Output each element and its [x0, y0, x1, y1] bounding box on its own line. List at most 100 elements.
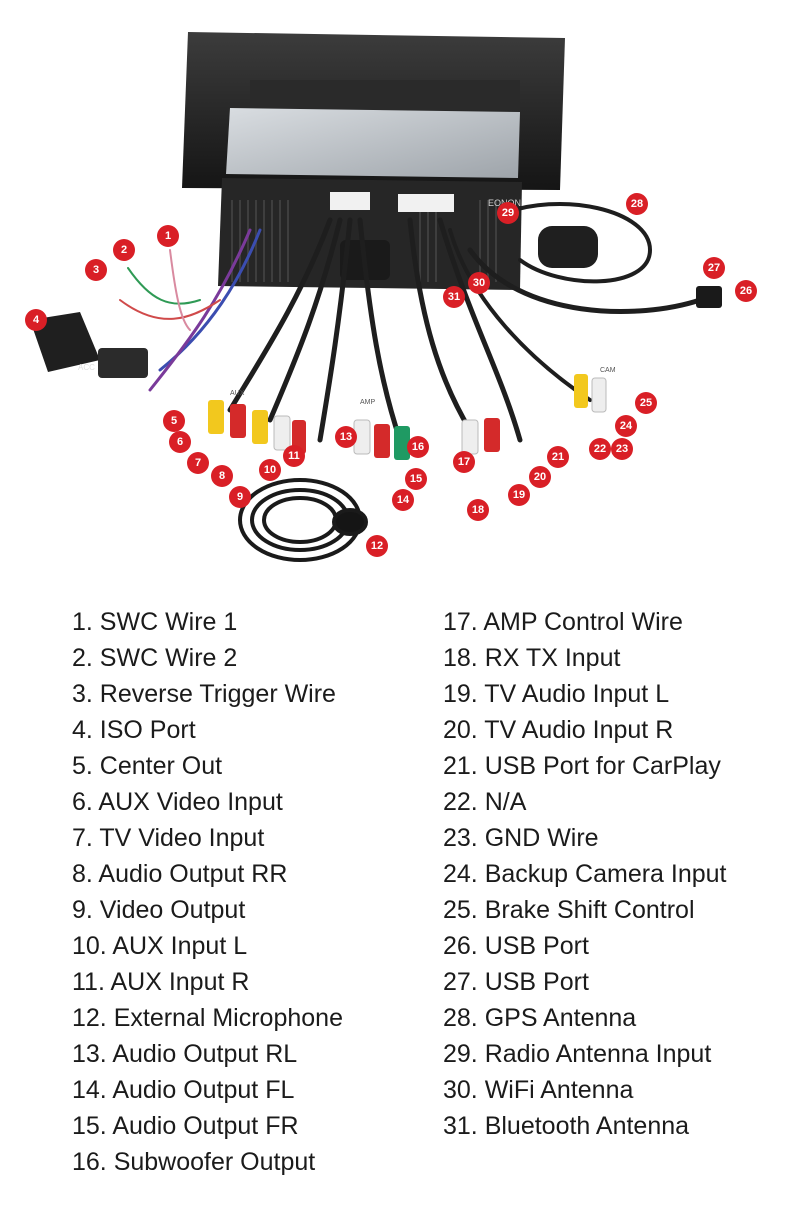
- external-microphone: [238, 478, 368, 562]
- legend-item: 12. External Microphone: [72, 1004, 343, 1032]
- marker-21: 21: [547, 446, 569, 468]
- legend-item: 7. TV Video Input: [72, 824, 265, 852]
- marker-6: 6: [169, 431, 191, 453]
- legend-item: 10. AUX Input L: [72, 932, 248, 960]
- svg-text:21: 21: [552, 451, 564, 463]
- marker-19: 19: [508, 484, 530, 506]
- marker-23: 23: [611, 438, 633, 460]
- marker-17: 17: [453, 451, 475, 473]
- legend-item: 27. USB Port: [443, 968, 589, 996]
- svg-text:28: 28: [631, 198, 643, 210]
- marker-4: 4: [25, 309, 47, 331]
- connector-label-amp: AMP: [360, 399, 376, 406]
- marker-28: 28: [626, 193, 648, 215]
- marker-27: 27: [703, 257, 725, 279]
- marker-29: 29: [497, 202, 519, 224]
- legend-item: 15. Audio Output FR: [72, 1112, 299, 1140]
- connector-label-acc: ACC: [78, 363, 95, 372]
- head-unit: EONON: [182, 32, 565, 290]
- marker-20: 20: [529, 466, 551, 488]
- svg-text:26: 26: [740, 285, 752, 297]
- cable-bundle: [119, 202, 703, 443]
- legend-item: 2. SWC Wire 2: [72, 644, 238, 672]
- marker-9: 9: [229, 486, 251, 508]
- svg-text:22: 22: [594, 443, 606, 455]
- legend-right-column: 17. AMP Control Wire 18. RX TX Input 19.…: [443, 604, 727, 1144]
- svg-text:2: 2: [121, 244, 127, 256]
- legend-item: 16. Subwoofer Output: [72, 1148, 316, 1176]
- legend-item: 6. AUX Video Input: [72, 788, 283, 816]
- svg-text:17: 17: [458, 456, 470, 468]
- legend-item: 19. TV Audio Input L: [443, 680, 670, 708]
- legend-item: 31. Bluetooth Antenna: [443, 1112, 690, 1140]
- legend-item: 23. GND Wire: [443, 824, 599, 852]
- marker-10: 10: [259, 459, 281, 481]
- svg-text:4: 4: [33, 314, 40, 326]
- svg-text:3: 3: [93, 264, 99, 276]
- legend-item: 3. Reverse Trigger Wire: [72, 680, 336, 708]
- legend-item: 9. Video Output: [72, 896, 246, 924]
- iso-connector: ACC: [30, 312, 148, 378]
- marker-25: 25: [635, 392, 657, 414]
- svg-text:6: 6: [177, 436, 183, 448]
- legend-item: 26. USB Port: [443, 932, 589, 960]
- svg-text:29: 29: [502, 207, 514, 219]
- legend-item: 5. Center Out: [72, 752, 223, 780]
- legend-item: 17. AMP Control Wire: [443, 608, 683, 636]
- marker-18: 18: [467, 499, 489, 521]
- marker-22: 22: [589, 438, 611, 460]
- marker-12: 12: [366, 535, 388, 557]
- legend-left-column: 1. SWC Wire 1 2. SWC Wire 2 3. Reverse T…: [72, 604, 343, 1180]
- legend-item: 8. Audio Output RR: [72, 860, 288, 888]
- svg-text:31: 31: [448, 291, 460, 303]
- gps-antenna: [538, 226, 598, 268]
- svg-text:19: 19: [513, 489, 525, 501]
- svg-text:12: 12: [371, 540, 383, 552]
- legend-item: 29. Radio Antenna Input: [443, 1040, 712, 1068]
- legend-item: 30. WiFi Antenna: [443, 1076, 634, 1104]
- svg-text:24: 24: [620, 420, 633, 432]
- legend-item: 22. N/A: [443, 788, 527, 816]
- svg-text:23: 23: [616, 443, 628, 455]
- svg-text:7: 7: [195, 457, 201, 469]
- svg-text:8: 8: [219, 470, 225, 482]
- svg-text:27: 27: [708, 262, 720, 274]
- svg-text:5: 5: [171, 415, 177, 427]
- legend-item: 4. ISO Port: [72, 716, 196, 744]
- svg-text:10: 10: [264, 464, 276, 476]
- marker-1: 1: [157, 225, 179, 247]
- legend-item: 24. Backup Camera Input: [443, 860, 727, 888]
- marker-14: 14: [392, 489, 414, 511]
- svg-text:9: 9: [237, 491, 243, 503]
- marker-2: 2: [113, 239, 135, 261]
- legend-item: 1. SWC Wire 1: [72, 608, 238, 636]
- legend-item: 13. Audio Output RL: [72, 1040, 298, 1068]
- svg-text:25: 25: [640, 397, 652, 409]
- legend-item: 18. RX TX Input: [443, 644, 621, 672]
- legend-item: 28. GPS Antenna: [443, 1004, 637, 1032]
- wiring-photo: EONON ACC AMP AUX: [25, 32, 757, 562]
- svg-text:1: 1: [165, 230, 171, 242]
- marker-31: 31: [443, 286, 465, 308]
- marker-11: 11: [283, 445, 305, 467]
- connector-label-cam: CAM: [600, 367, 616, 374]
- connector-label-aux: AUX: [230, 390, 245, 397]
- legend-item: 14. Audio Output FL: [72, 1076, 295, 1104]
- marker-3: 3: [85, 259, 107, 281]
- legend-item: 21. USB Port for CarPlay: [443, 752, 721, 780]
- marker-5: 5: [163, 410, 185, 432]
- legend-item: 11. AUX Input R: [72, 968, 250, 996]
- svg-text:20: 20: [534, 471, 546, 483]
- marker-24: 24: [615, 415, 637, 437]
- svg-text:11: 11: [288, 450, 300, 462]
- legend-item: 25. Brake Shift Control: [443, 896, 695, 924]
- marker-30: 30: [468, 272, 490, 294]
- marker-7: 7: [187, 452, 209, 474]
- svg-text:13: 13: [340, 431, 352, 443]
- legend-item: 20. TV Audio Input R: [443, 716, 674, 744]
- svg-text:14: 14: [397, 494, 410, 506]
- marker-16: 16: [407, 436, 429, 458]
- svg-text:15: 15: [410, 473, 422, 485]
- marker-8: 8: [211, 465, 233, 487]
- marker-26: 26: [735, 280, 757, 302]
